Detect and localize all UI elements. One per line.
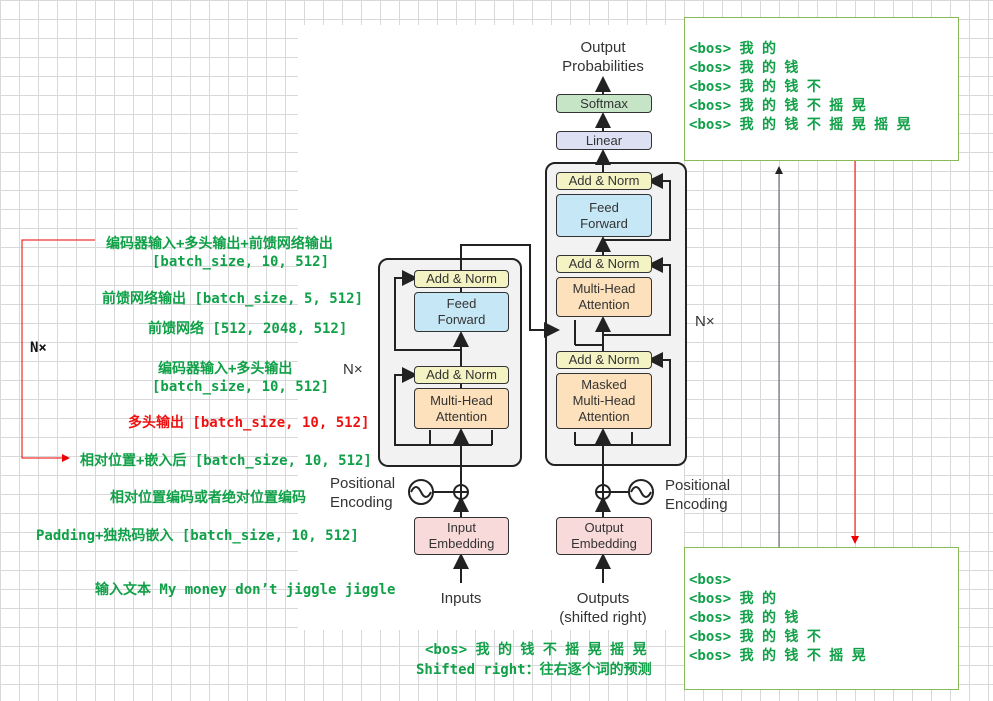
output-probabilities-label: Output Probabilities xyxy=(562,39,644,75)
annotation-pos-embed: 相对位置+嵌入后 [batch_size, 10, 512] xyxy=(80,453,372,469)
panel-line: <bos> 我 的 钱 不 摇 晃 xyxy=(689,98,866,114)
annotation-bos-sequence: <bos> 我 的 钱 不 摇 晃 摇 晃 xyxy=(425,642,647,658)
panel-line: <bos> xyxy=(689,572,732,588)
annotation-encoder-mha: 编码器输入+多头输出 xyxy=(158,361,293,377)
annotation-ff: 前馈网络 [512, 2048, 512] xyxy=(148,321,348,337)
panel-line: <bos> 我 的 钱 不 摇 晃 摇 晃 xyxy=(689,117,911,133)
input-embedding: Input Embedding xyxy=(414,517,509,555)
decoder-positional-encoding-label: Positional Encoding xyxy=(665,477,731,513)
decoder-add-norm-3: Add & Norm xyxy=(556,172,652,190)
encoder-multi-head-attention: Multi-Head Attention xyxy=(414,388,509,429)
annotation-encoder-output: 编码器输入+多头输出+前馈网络输出 xyxy=(106,236,333,252)
encoder-positional-encoding-label: Positional Encoding xyxy=(330,475,396,511)
nx-bracket xyxy=(21,239,95,462)
panel-line: <bos> 我 的 钱 xyxy=(689,60,799,76)
linear-box: Linear xyxy=(556,131,652,150)
encoder-nx-label: N× xyxy=(343,361,363,378)
annotation-input-text: 输入文本 My money don’t jiggle jiggle xyxy=(95,582,396,598)
masked-multi-head-attention: Masked Multi-Head Attention xyxy=(556,373,652,429)
decoder-feed-forward: Feed Forward xyxy=(556,194,652,237)
outputs-label: Outputs (shifted right) xyxy=(559,590,647,626)
annotation-shifted-right: Shifted right：往右逐个词的预测 xyxy=(416,662,652,678)
panel-line: <bos> 我 的 钱 不 xyxy=(689,79,821,95)
bottom-input-panel: <bos> <bos> 我 的 <bos> 我 的 钱 <bos> 我 的 钱 … xyxy=(684,547,959,690)
panel-line: <bos> 我 的 xyxy=(689,591,777,607)
decoder-multi-head-attention: Multi-Head Attention xyxy=(556,277,652,317)
encoder-feed-forward: Feed Forward xyxy=(414,292,509,332)
decoder-nx-label: N× xyxy=(695,313,715,330)
annotation-encoder-output-shape: [batch_size, 10, 512] xyxy=(152,254,330,270)
annotation-mha-output: 多头输出 [batch_size, 10, 512] xyxy=(128,415,370,431)
encoder-add-norm-1: Add & Norm xyxy=(414,366,509,384)
panel-line: <bos> 我 的 xyxy=(689,41,777,57)
panel-line: <bos> 我 的 钱 不 xyxy=(689,629,821,645)
inputs-label: Inputs xyxy=(440,590,482,607)
panel-line: <bos> 我 的 钱 xyxy=(689,610,799,626)
panel-line: <bos> 我 的 钱 不 摇 晃 xyxy=(689,648,866,664)
encoder-add-norm-2: Add & Norm xyxy=(414,270,509,288)
nx-left-label: N× xyxy=(30,340,47,356)
annotation-padding: Padding+独热码嵌入 [batch_size, 10, 512] xyxy=(36,528,359,544)
decoder-add-norm-2: Add & Norm xyxy=(556,255,652,273)
decoder-add-norm-1: Add & Norm xyxy=(556,351,652,369)
top-prediction-panel: <bos> 我 的 <bos> 我 的 钱 <bos> 我 的 钱 不 <bos… xyxy=(684,17,959,161)
annotation-pos-enc: 相对位置编码或者绝对位置编码 xyxy=(110,490,306,506)
annotation-encoder-mha-shape: [batch_size, 10, 512] xyxy=(152,379,330,395)
softmax-box: Softmax xyxy=(556,94,652,113)
annotation-ff-output: 前馈网络输出 [batch_size, 5, 512] xyxy=(102,291,364,307)
output-embedding: Output Embedding xyxy=(556,517,652,555)
